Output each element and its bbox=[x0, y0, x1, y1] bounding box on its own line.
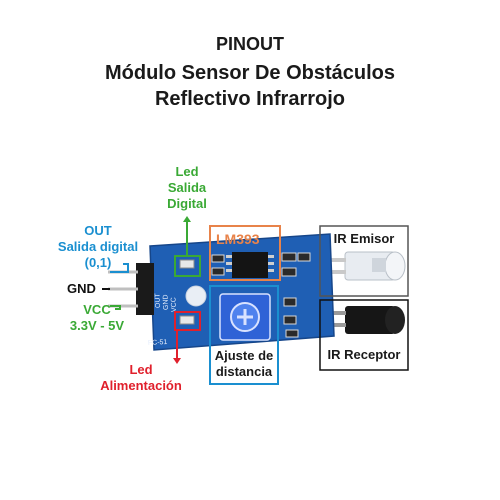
ajuste-label: Ajuste de distancia bbox=[214, 348, 274, 379]
silkscreen-model: FC-51 bbox=[148, 339, 168, 347]
ajuste-box bbox=[209, 285, 279, 385]
ir-emisor-box bbox=[319, 225, 409, 297]
led-alimentacion-arrow bbox=[173, 358, 181, 364]
ir-receptor-box bbox=[319, 299, 409, 371]
title-reflective: Reflectivo Infrarrojo bbox=[154, 88, 346, 110]
out-leader bbox=[110, 263, 129, 273]
title-module: Módulo Sensor De Obstáculos bbox=[104, 62, 396, 84]
led-alimentacion-box bbox=[174, 311, 201, 331]
output-led bbox=[179, 259, 195, 269]
led-salida-arrow bbox=[183, 216, 191, 222]
ir-receiver-led bbox=[330, 306, 405, 334]
led-alimentacion-label: Led Alimentación bbox=[100, 362, 182, 393]
silkscreen-gnd: GND bbox=[162, 294, 170, 310]
ir-receptor-label: IR Receptor bbox=[327, 347, 401, 362]
ir-emisor-label: IR Emisor bbox=[333, 231, 395, 246]
vcc-label: VCC 3.3V - 5V bbox=[69, 302, 125, 333]
silkscreen-vcc: VCC bbox=[170, 297, 178, 312]
potentiometer bbox=[219, 293, 271, 341]
lm393-box bbox=[209, 225, 281, 281]
vcc-leader bbox=[110, 305, 121, 310]
ir-emitter-led bbox=[330, 251, 406, 281]
lm393-chip bbox=[226, 252, 274, 278]
title-pinout: PINOUT bbox=[215, 34, 284, 54]
out-label: OUT Salida digital (0,1) bbox=[57, 223, 139, 270]
gnd-label: GND bbox=[67, 281, 96, 296]
smd-components bbox=[211, 252, 311, 338]
silkscreen-out: OUT bbox=[154, 292, 162, 308]
led-salida-label: Led Salida Digital bbox=[167, 164, 207, 211]
lm393-label: LM393 bbox=[216, 231, 260, 247]
power-led bbox=[179, 315, 195, 325]
